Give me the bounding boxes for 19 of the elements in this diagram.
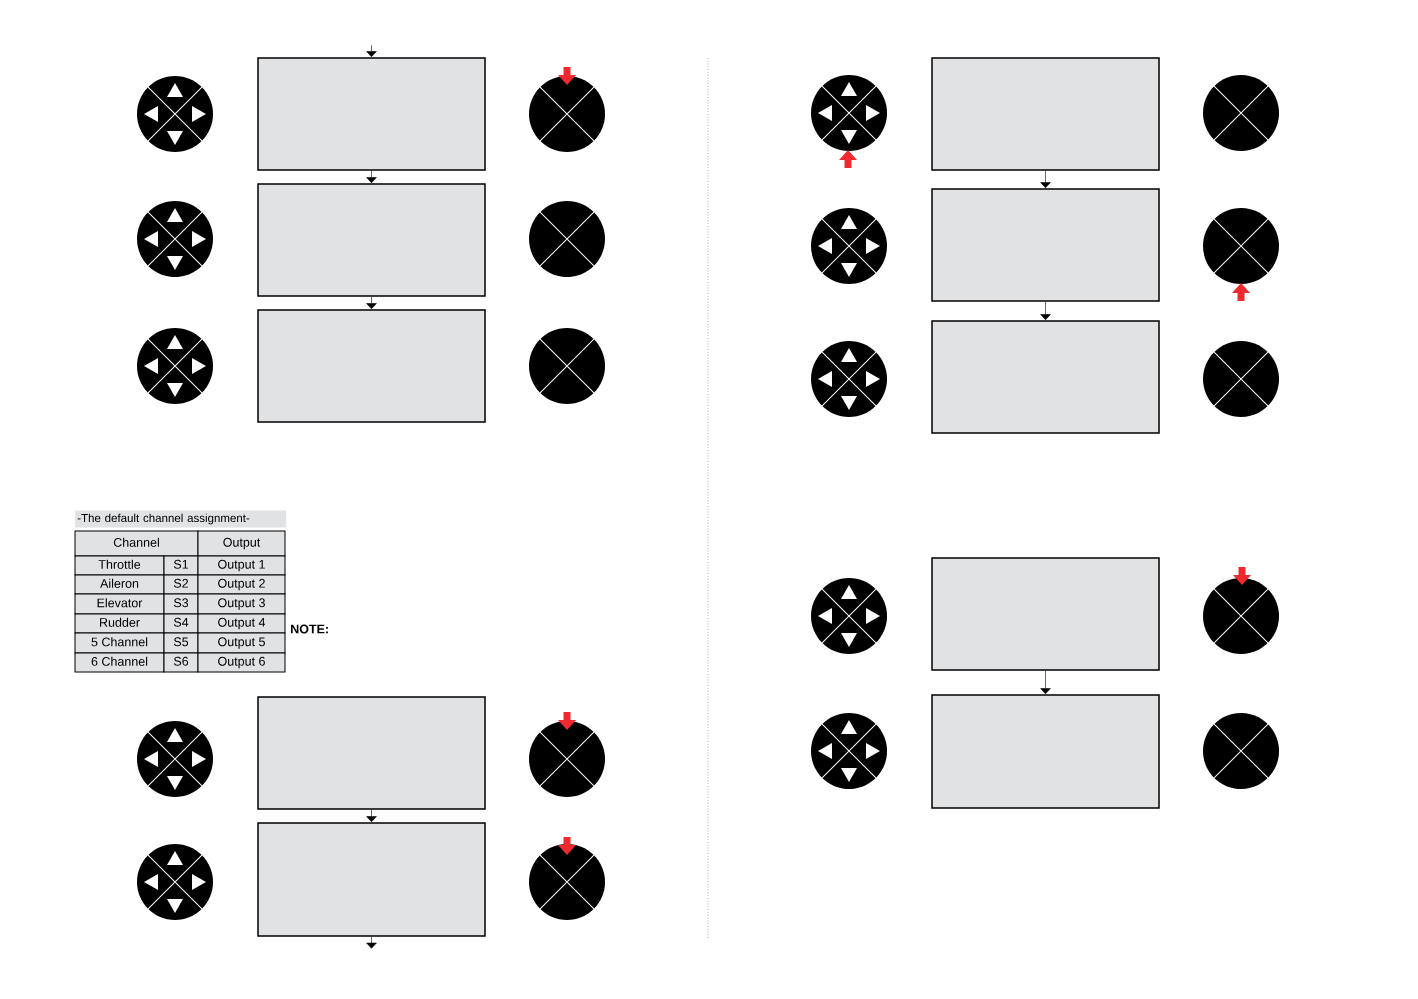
screen-box [931,188,1160,302]
table-cell: S1 [163,555,199,576]
screen-box [931,57,1160,171]
note-label: NOTE: [291,624,328,634]
screen-box [931,320,1160,434]
table-cell: S6 [163,652,199,673]
table-cell: S2 [163,574,199,595]
screen-box [257,309,486,423]
table-cell: S3 [163,593,199,615]
screen-box [257,822,486,937]
table-caption: -The default channel assignment- [75,510,287,528]
table-cell: S5 [163,632,199,654]
screen-box [931,694,1160,809]
screen-box [257,696,486,810]
table-cell: Output [197,530,286,557]
table-cell: S4 [163,613,199,634]
screen-box [257,57,486,171]
screen-box [931,557,1160,671]
screen-box [257,183,486,297]
